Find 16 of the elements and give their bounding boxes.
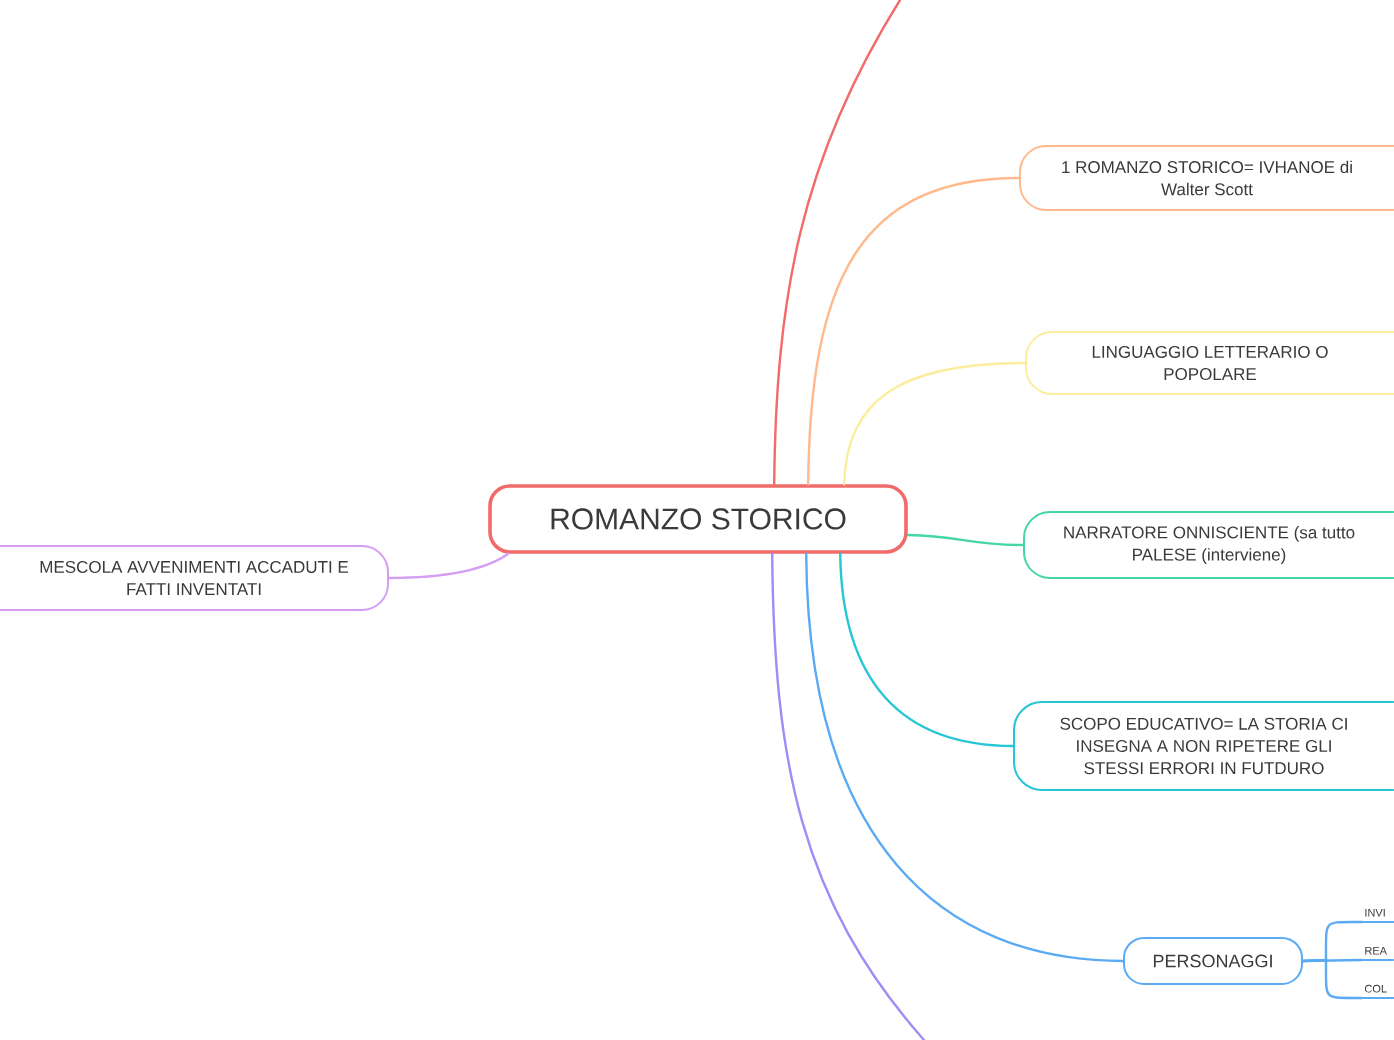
topic-box: SCOPO EDUCATIVO= LA STORIA CI INSEGNA A NON RIPETERE GLI STESSI ERRORI IN FUTDURO xyxy=(1013,700,1394,791)
topic-box: LINGUAGGIO LETTERARIO O POPOLARE xyxy=(1025,331,1394,395)
branch-line xyxy=(773,0,902,486)
topic-box: MESCOLA AVVENIMENTI ACCADUTI E FATTI INVENTATI xyxy=(0,545,389,611)
central-topic-box: ROMANZO STORICO xyxy=(488,484,908,554)
branch-line xyxy=(771,552,926,1040)
branch-line xyxy=(807,176,1021,486)
branch-line xyxy=(843,361,1027,486)
topic-box: NARRATORE ONNISCIENTE (sa tutto PALESE (interviene) xyxy=(1023,511,1394,579)
branch-line xyxy=(1301,958,1364,1000)
branch-line xyxy=(906,533,1025,547)
branch-line xyxy=(387,552,510,580)
branch-line xyxy=(839,552,1015,748)
topic-box: PERSONAGGI xyxy=(1123,936,1303,985)
topic-box: 1 ROMANZO STORICO= IVHANOE di Walter Scott xyxy=(1019,145,1394,211)
branch-line xyxy=(805,552,1125,963)
